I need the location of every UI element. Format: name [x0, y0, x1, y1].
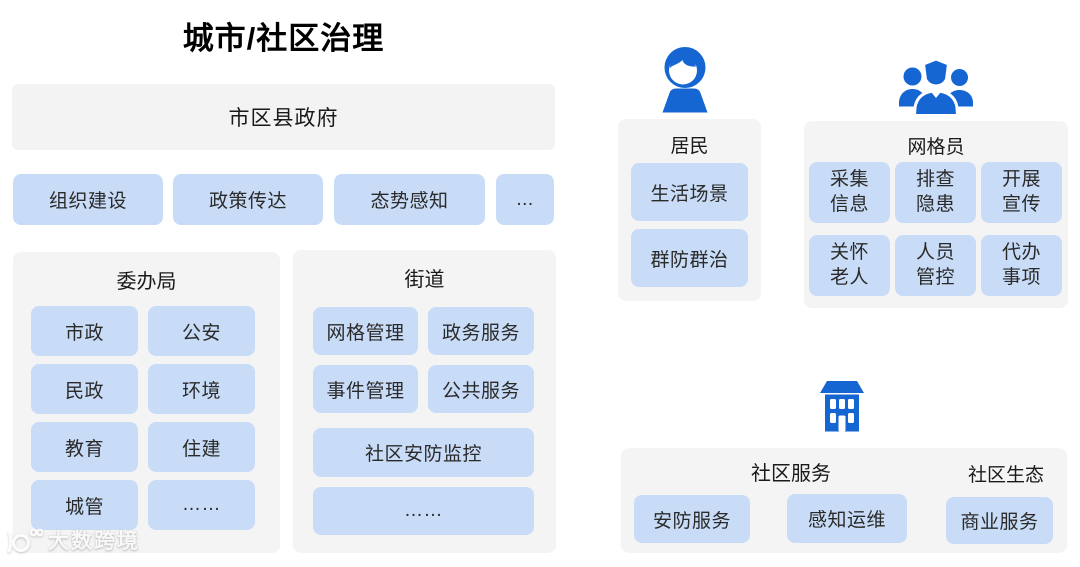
- panel-resident: 居民 生活场景 群防群治: [618, 119, 761, 301]
- street-function-box: 事件管理: [313, 365, 418, 413]
- street-function-box: 公共服务: [428, 365, 534, 413]
- page-title: 城市/社区治理: [182, 20, 385, 56]
- grid-worker-task-box: 排查 隐患: [895, 162, 976, 223]
- person-icon: [659, 46, 711, 113]
- government-box: 市区县政府: [12, 84, 555, 150]
- community-ecology-title: 社区生态: [967, 465, 1044, 486]
- grid-worker-grid: 采集 信息 排查 隐患 开展 宣传 关怀 老人 人员 管控 代办 事项: [809, 162, 1062, 296]
- panel-resident-title: 居民: [670, 136, 709, 157]
- people-group-icon: [898, 55, 974, 116]
- grid-worker-task-box: 采集 信息: [809, 162, 890, 223]
- panel-grid-worker: 网格员 采集 信息 排查 隐患 开展 宣传 关怀 老人 人员 管控 代办 事项: [804, 121, 1068, 308]
- street-function-box-more: ……: [313, 487, 534, 535]
- jiedao-grid: 网格管理 政务服务 事件管理 公共服务: [313, 307, 534, 413]
- grid-worker-task-box: 代办 事项: [981, 235, 1062, 296]
- panel-weibanju: 委办局 市政 公安 民政 环境 教育 住建 城管 ……: [13, 252, 280, 553]
- resident-activity-box: 群防群治: [631, 229, 748, 287]
- building-icon: [816, 378, 868, 432]
- community-ecology-box: 商业服务: [946, 497, 1053, 544]
- panel-grid-worker-title: 网格员: [907, 137, 965, 158]
- gov-function-chip: 政策传达: [173, 174, 323, 225]
- panel-community: 社区服务 社区生态 安防服务 感知运维 商业服务: [621, 448, 1067, 553]
- panel-weibanju-title: 委办局: [116, 271, 177, 293]
- street-function-box-wide: 社区安防监控: [313, 428, 534, 477]
- gov-function-chip-more: ...: [496, 174, 554, 225]
- street-function-box: 网格管理: [313, 307, 418, 355]
- gov-function-chip: 态势感知: [334, 174, 485, 225]
- community-services-title: 社区服务: [751, 463, 831, 485]
- dept-box: 城管: [31, 480, 138, 530]
- dept-box: 公安: [148, 306, 255, 356]
- dept-box: 市政: [31, 306, 138, 356]
- gov-function-chip: 组织建设: [13, 174, 163, 225]
- grid-worker-task-box: 开展 宣传: [981, 162, 1062, 223]
- grid-worker-task-box: 关怀 老人: [809, 235, 890, 296]
- dept-box: 民政: [31, 364, 138, 414]
- community-service-box: 感知运维: [787, 494, 907, 543]
- resident-activity-box: 生活场景: [631, 163, 748, 221]
- dept-box: 住建: [148, 422, 255, 472]
- community-service-box: 安防服务: [634, 495, 750, 543]
- dept-box-more: ……: [148, 480, 255, 530]
- grid-worker-task-box: 人员 管控: [895, 235, 976, 296]
- panel-jiedao: 街道 网格管理 政务服务 事件管理 公共服务 社区安防监控 ……: [293, 250, 556, 553]
- street-function-box: 政务服务: [428, 307, 534, 355]
- weibanju-grid: 市政 公安 民政 环境 教育 住建 城管 ……: [31, 306, 255, 530]
- dept-box: 环境: [148, 364, 255, 414]
- panel-jiedao-title: 街道: [404, 269, 445, 291]
- dept-box: 教育: [31, 422, 138, 472]
